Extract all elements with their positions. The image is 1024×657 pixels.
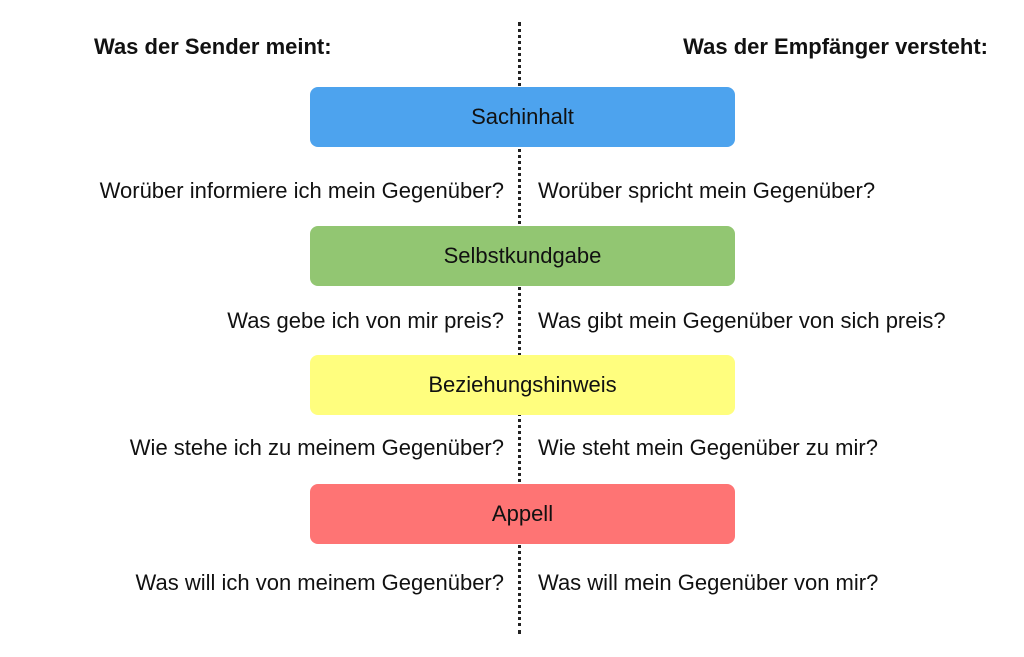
- receiver-question-appell: Was will mein Gegenüber von mir?: [538, 570, 879, 595]
- receiver-header: Was der Empfänger versteht:: [683, 34, 988, 59]
- receiver-question-sachinhalt: Worüber spricht mein Gegenüber?: [538, 178, 876, 203]
- receiver-question-beziehungshinweis: Wie steht mein Gegenüber zu mir?: [538, 435, 878, 460]
- sender-question-sachinhalt: Worüber informiere ich mein Gegenüber?: [99, 178, 504, 203]
- sender-question-beziehungshinweis: Wie stehe ich zu meinem Gegenüber?: [129, 435, 504, 460]
- sender-question-selbstkundgabe: Was gebe ich von mir preis?: [227, 308, 504, 333]
- sender-header: Was der Sender meint:: [94, 34, 332, 59]
- sender-question-appell: Was will ich von meinem Gegenüber?: [135, 570, 504, 595]
- layer-box-sachinhalt: Sachinhalt: [310, 87, 735, 147]
- layer-box-beziehungshinweis: Beziehungshinweis: [310, 355, 735, 415]
- center-dotted-divider: [518, 22, 521, 634]
- layer-box-selbstkundgabe: Selbstkundgabe: [310, 226, 735, 286]
- layer-box-appell: Appell: [310, 484, 735, 544]
- receiver-question-selbstkundgabe: Was gibt mein Gegenüber von sich preis?: [538, 308, 946, 333]
